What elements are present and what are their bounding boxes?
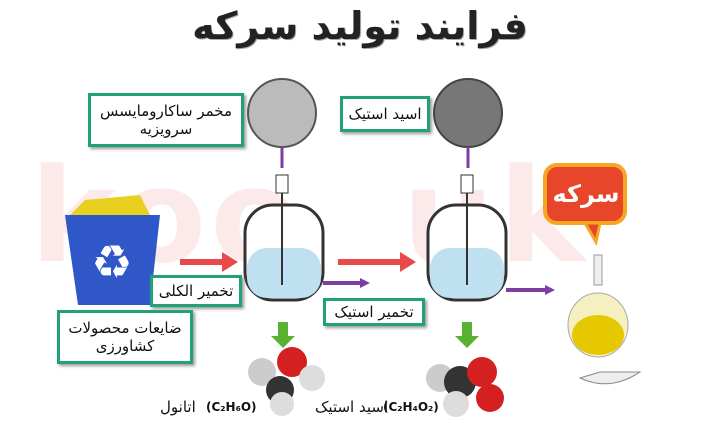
ethanol-formula: (C₂H₆O) [206, 400, 257, 414]
fermentation-tank-1 [243, 174, 325, 302]
ethanol-label: اتانول [160, 398, 196, 416]
acetic-bacteria-label: اسید استیک [340, 96, 430, 132]
acetic-acid-label: اسید استیک [315, 398, 389, 416]
yeast-label: مخمر ساکارومایسس سرویزیه [88, 93, 244, 147]
alcoholic-fermentation-label: تخمیر الکلی [150, 275, 242, 307]
agri-waste-label: ضایعات محصولات کشاورزی [57, 310, 193, 364]
vinegar-badge-label: سرکه [552, 180, 620, 208]
ethanol-molecule [248, 347, 325, 416]
vinegar-bottle [567, 254, 642, 385]
fermentation-tank-2 [426, 174, 508, 302]
recycle-icon: ♻ [91, 235, 132, 289]
acetic-fermentation-label: تخمیر استیک [323, 298, 425, 326]
vinegar-badge [543, 163, 627, 247]
green-arrows [271, 322, 479, 348]
yeast-micrograph [247, 78, 317, 148]
page-title: فرایند تولید سرکه [192, 4, 528, 48]
acetic-acid-formula: (C₂H₄O₂) [383, 400, 439, 414]
recycle-bin: ♻ [65, 195, 160, 305]
acetic-acid-molecule [426, 357, 504, 417]
bacteria-micrograph [433, 78, 503, 148]
